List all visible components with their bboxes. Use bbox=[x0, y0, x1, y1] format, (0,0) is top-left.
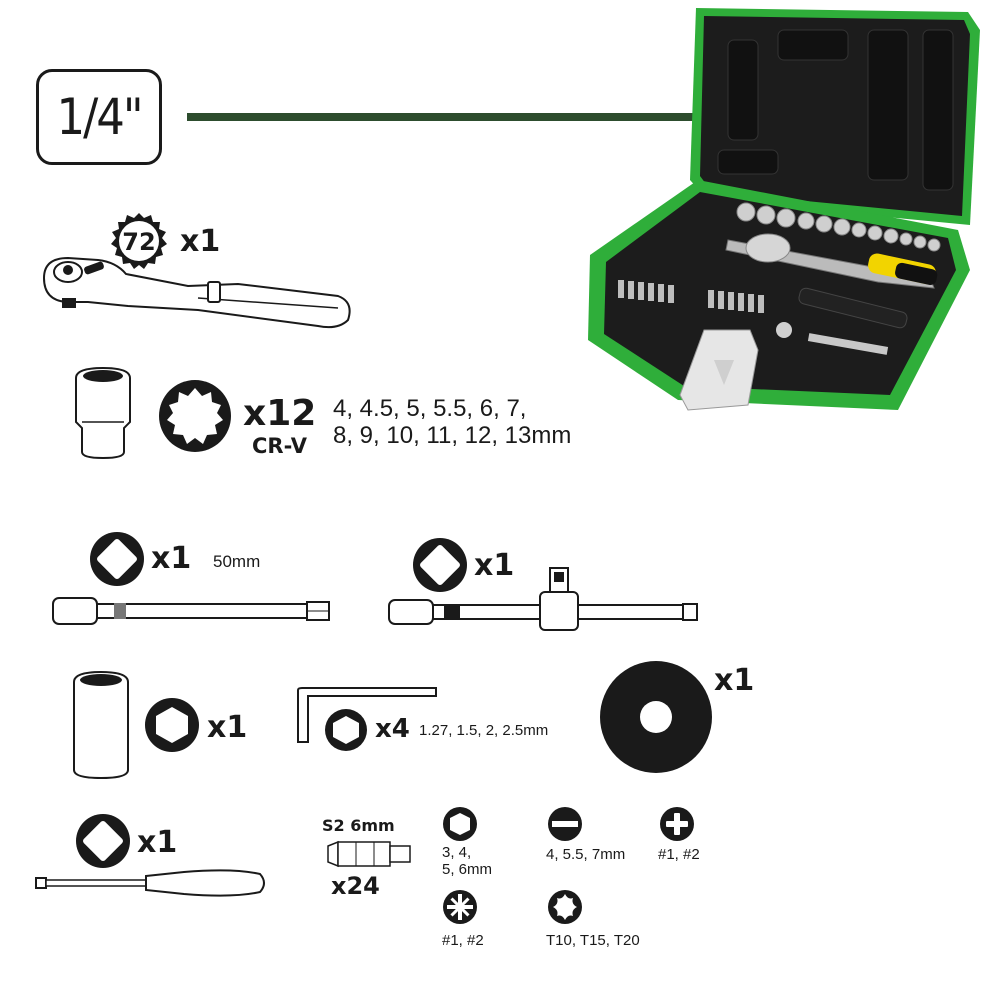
rubber-insert-qty: x1 bbox=[714, 663, 755, 698]
extension-bar-qty: x1 bbox=[151, 541, 192, 576]
ratchet-drawing bbox=[42, 256, 351, 329]
phillips-bit-icon bbox=[660, 807, 694, 841]
bits-material: S2 6mm bbox=[322, 816, 395, 835]
slotted-bit-icon bbox=[548, 807, 582, 841]
extension-bar-length: 50mm bbox=[213, 552, 261, 571]
hex-key-drawing bbox=[297, 687, 437, 743]
slotted-bit-sizes: 4, 5.5, 7mm bbox=[546, 846, 626, 863]
hex-keys-qty: x4 bbox=[375, 714, 410, 744]
ratchet-qty: x1 bbox=[180, 224, 221, 259]
t-handle-drawing bbox=[388, 567, 698, 631]
square-drive-icon-3 bbox=[76, 814, 130, 868]
pozidriv-bit-icon bbox=[443, 890, 477, 924]
sockets-material: CR-V bbox=[252, 434, 308, 458]
t-handle-qty: x1 bbox=[474, 548, 515, 583]
drive-size-label: 1/4" bbox=[56, 88, 143, 146]
square-drive-icon-2 bbox=[413, 538, 467, 592]
72-teeth-icon: 72 bbox=[111, 213, 167, 269]
spark-plug-socket-qty: x1 bbox=[207, 710, 248, 745]
tool-case-image bbox=[588, 8, 980, 411]
hex-bit-icon bbox=[443, 807, 477, 841]
rubber-insert-icon bbox=[600, 661, 712, 773]
bit-driver-drawing bbox=[35, 869, 265, 897]
hex-keys-sizes: 1.27, 1.5, 2, 2.5mm bbox=[419, 722, 549, 739]
torx-bit-icon bbox=[548, 890, 582, 924]
hex-key-icon bbox=[325, 709, 367, 751]
socket-drawing bbox=[75, 366, 131, 460]
phillips-bit-sizes: #1, #2 bbox=[658, 846, 700, 863]
torx-bit-sizes: T10, T15, T20 bbox=[546, 932, 640, 949]
sockets-qty: x12 bbox=[243, 393, 317, 434]
header-divider-line bbox=[187, 113, 697, 121]
bits-qty: x24 bbox=[331, 872, 380, 900]
spark-plug-socket-drawing bbox=[73, 670, 129, 780]
hex-socket-icon bbox=[145, 698, 199, 752]
bit-drawing bbox=[327, 840, 411, 868]
hex-bit-sizes-1: 3, 4, bbox=[442, 844, 472, 861]
extension-bar-drawing bbox=[52, 597, 330, 625]
pozidriv-bit-sizes: #1, #2 bbox=[442, 932, 484, 949]
hex-bit-sizes-2: 5, 6mm bbox=[442, 861, 493, 878]
sockets-sizes-line1: 4, 4.5, 5, 5.5, 6, 7, bbox=[333, 395, 527, 422]
bit-driver-qty: x1 bbox=[137, 825, 178, 860]
sockets-sizes-line2: 8, 9, 10, 11, 12, 13mm bbox=[333, 422, 572, 449]
72-teeth-label: 72 bbox=[122, 228, 155, 256]
drive-size-badge: 1/4" bbox=[36, 69, 162, 165]
12-point-socket-icon bbox=[159, 380, 231, 452]
square-drive-icon bbox=[90, 532, 144, 586]
